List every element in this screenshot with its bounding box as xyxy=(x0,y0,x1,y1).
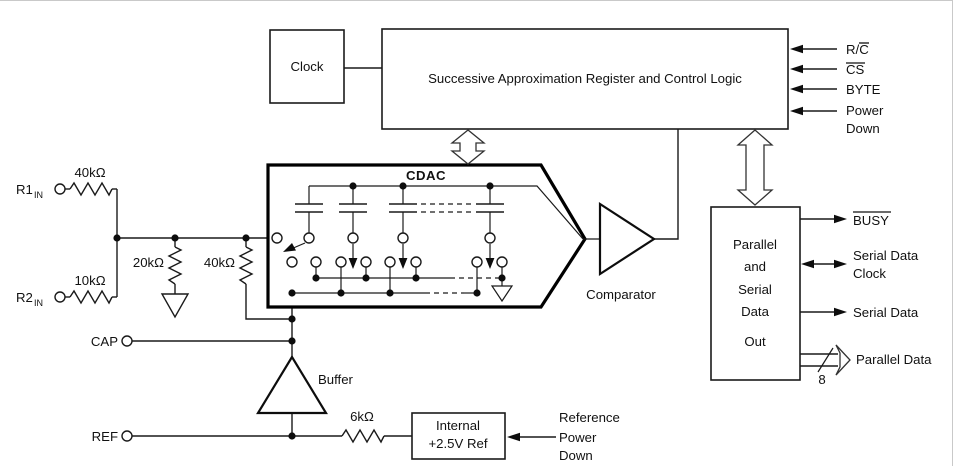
ref-power-down-arrow-icon xyxy=(507,432,520,442)
switch-arrow-icons xyxy=(348,244,495,269)
cap-label: CAP xyxy=(91,334,118,349)
r2in-subscript: IN xyxy=(34,298,43,308)
serial-clock-label-1: Serial Data xyxy=(853,248,919,263)
resistor-10k-r2-icon xyxy=(69,289,113,305)
pin-labels: R1 IN R2 IN CAP REF xyxy=(16,182,118,444)
sar-dataout-bidirectional-arrow-icon xyxy=(736,129,774,206)
power-down-label-1: Power xyxy=(846,103,884,118)
internal-ref-line1: Internal xyxy=(436,418,480,433)
sar-box: Successive Approximation Register and Co… xyxy=(381,28,789,130)
bus-width-slash xyxy=(817,347,834,373)
ref-power-down-label-2: Power xyxy=(559,430,597,445)
data-out-line4: Data xyxy=(741,304,770,319)
r2in-terminal xyxy=(54,291,66,303)
cs-arrow-icon xyxy=(790,64,803,74)
serial-clock-label-2: Clock xyxy=(853,266,886,281)
sar-cdac-bidirectional-arrow-icon xyxy=(450,129,486,165)
ref-resistor-value: 6kΩ xyxy=(350,409,374,424)
serial-data-label: Serial Data xyxy=(853,305,919,320)
data-outputs: BUSY Serial Data Clock Serial Data Paral… xyxy=(800,211,932,387)
cdac-label: CDAC xyxy=(406,168,446,183)
rc-arrow-icon xyxy=(790,44,803,54)
r1-resistor-value: 40kΩ xyxy=(74,165,105,180)
serial-data-arrow-icon xyxy=(834,307,847,317)
power-down-arrow-icon xyxy=(790,106,803,116)
buffer-label: Buffer xyxy=(318,372,354,387)
cdac-block: CDAC xyxy=(266,163,600,309)
byte-arrow-icon xyxy=(790,84,803,94)
data-out-line2: and xyxy=(744,259,766,274)
comparator: Comparator xyxy=(586,201,656,302)
cap-terminal xyxy=(121,335,133,347)
internal-ref-line2: +2.5V Ref xyxy=(428,436,487,451)
ref-power-down-label-3: Down xyxy=(559,448,593,463)
sampling-switch-icon xyxy=(283,242,306,252)
r2-resistor-value: 10kΩ xyxy=(74,273,105,288)
ref-power-down-label-1: Reference xyxy=(559,410,620,425)
busy-label: BUSY xyxy=(853,213,889,228)
r1in-label: R1 xyxy=(16,182,33,197)
switch-contact-pairs xyxy=(286,256,508,268)
ref-terminal xyxy=(121,430,133,442)
pin-terminals xyxy=(54,183,133,442)
clock-label: Clock xyxy=(291,59,324,74)
shunt-ground-icon xyxy=(160,293,190,319)
power-down-label-2: Down xyxy=(846,121,880,136)
comparator-label: Comparator xyxy=(586,287,656,302)
cs-label: CS xyxy=(846,62,865,77)
resistor-40k-r1-icon xyxy=(69,181,113,197)
r1in-terminal xyxy=(54,183,66,195)
data-out-line5: Out xyxy=(744,334,766,349)
internal-ref-box: Internal +2.5V Ref xyxy=(411,412,506,460)
rc-label: R/C xyxy=(846,42,869,57)
clock-box: Clock xyxy=(269,29,345,104)
ref-label: REF xyxy=(92,429,118,444)
cdac-capacitor-1 xyxy=(295,186,323,233)
cdac-outline xyxy=(266,163,587,309)
buffer: Buffer xyxy=(256,354,354,415)
data-out-line1: Parallel xyxy=(733,237,777,252)
resistor-40k-series-icon xyxy=(238,246,254,285)
parallel-data-label: Parallel Data xyxy=(856,352,932,367)
junction-dots xyxy=(113,234,296,440)
r1in-subscript: IN xyxy=(34,190,43,200)
r2in-label: R2 xyxy=(16,290,33,305)
ref-power-down: Reference Power Down xyxy=(507,410,620,463)
byte-label: BYTE xyxy=(846,82,881,97)
data-out-line3: Serial xyxy=(738,282,772,297)
serial-clock-right-arrow-icon xyxy=(834,259,847,269)
serial-clock-left-arrow-icon xyxy=(801,259,814,269)
series-resistor-value: 40kΩ xyxy=(204,255,235,270)
bus-width-label: 8 xyxy=(818,372,825,387)
cdac-junctions xyxy=(288,182,506,297)
resistor-6k-ref-icon xyxy=(341,428,385,444)
shunt-resistor-value: 20kΩ xyxy=(133,255,164,270)
resistor-value-labels: 40kΩ 10kΩ 20kΩ 40kΩ 6kΩ xyxy=(74,165,374,424)
parallel-serial-out-box: Parallel and Serial Data Out xyxy=(710,206,801,381)
busy-arrow-icon xyxy=(834,214,847,224)
parallel-data-arrow-icon xyxy=(835,344,851,376)
sar-label: Successive Approximation Register and Co… xyxy=(428,71,742,86)
resistor-20k-shunt-icon xyxy=(167,246,183,285)
cdac-input-contact xyxy=(271,232,283,244)
control-inputs: R/C CS BYTE Power Down xyxy=(790,42,884,136)
